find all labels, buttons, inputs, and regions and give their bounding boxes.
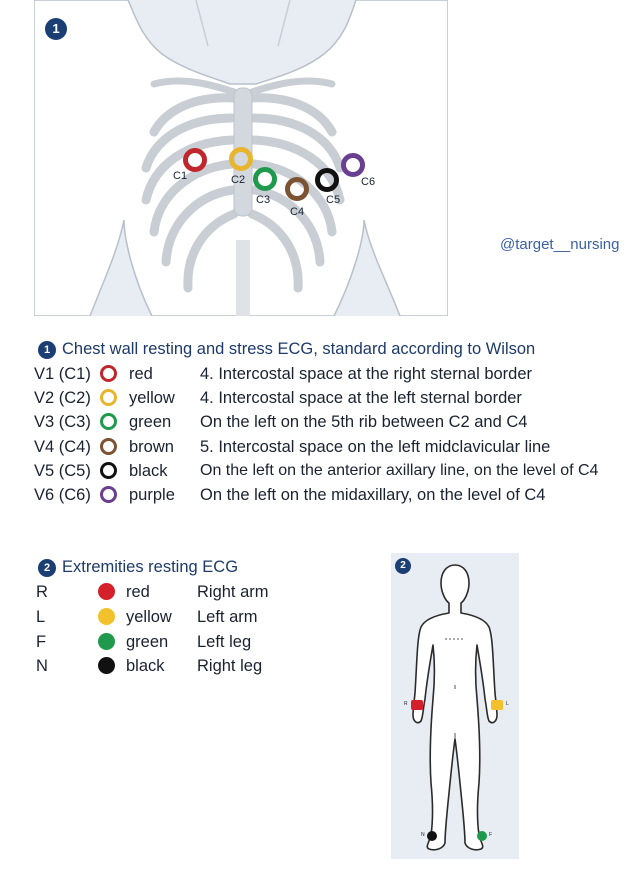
lead-placement: 4. Intercostal space at the left sternal… <box>200 389 522 407</box>
lead-color-name: brown <box>129 438 174 456</box>
lead-placement: On the left on the anterior axillary lin… <box>200 462 599 479</box>
chest-electrode-diagram: 1 C1 C2 C3 C4 C5 C6 <box>34 0 448 316</box>
figure-2-badge: 2 <box>395 558 411 574</box>
limb-placement: Right leg <box>197 657 263 675</box>
marker-right-arm-label: R <box>404 701 408 707</box>
marker-left-arm <box>491 700 503 710</box>
lead-color-ring <box>100 462 117 479</box>
limb-placement: Left leg <box>197 633 252 651</box>
chest-lead-row-v1: V1 (C1) red 4. Intercostal space at the … <box>34 365 634 389</box>
section-1-badge: 1 <box>38 341 56 359</box>
lead-color-ring <box>100 389 117 406</box>
lead-color-ring <box>100 486 117 503</box>
electrode-c3-label: C3 <box>256 194 271 206</box>
lead-color-ring <box>100 413 117 430</box>
marker-right-leg <box>427 831 437 841</box>
limb-color-dot <box>98 633 115 650</box>
chest-lead-row-v2: V2 (C2) yellow 4. Intercostal space at t… <box>34 389 634 413</box>
section-1-title-text: Chest wall resting and stress ECG, stand… <box>62 340 536 358</box>
lead-name: V1 (C1) <box>34 365 91 383</box>
lead-color-name: green <box>129 413 172 431</box>
electrode-c2-label: C2 <box>231 174 246 186</box>
lead-placement: 5. Intercostal space on the left midclav… <box>200 438 551 456</box>
lead-color-name: purple <box>129 486 175 504</box>
limb-lead-name: R <box>36 583 48 601</box>
limb-color-dot <box>98 583 115 600</box>
limb-lead-name: L <box>36 608 46 626</box>
chest-lead-row-v3: V3 (C3) green On the left on the 5th rib… <box>34 413 634 437</box>
limb-lead-row-l: L yellow Left arm <box>34 608 314 632</box>
lead-placement: 4. Intercostal space at the right sterna… <box>200 365 533 383</box>
section-1-title: 1 Chest wall resting and stress ECG, stan… <box>38 340 535 359</box>
limb-lead-name: F <box>36 633 47 651</box>
marker-left-arm-label: L <box>506 701 509 707</box>
limb-color-name: green <box>126 633 169 651</box>
lead-name: V3 (C3) <box>34 413 91 431</box>
limb-color-dot <box>98 608 115 625</box>
chest-lead-row-v6: V6 (C6) purple On the left on the midaxi… <box>34 486 634 510</box>
lead-color-name: black <box>129 462 168 480</box>
limb-color-name: red <box>126 583 150 601</box>
electrode-c4-label: C4 <box>290 206 305 218</box>
limb-placement: Right arm <box>197 583 269 601</box>
lead-name: V6 (C6) <box>34 486 91 504</box>
limb-electrode-diagram: 2 R L N F <box>391 553 519 859</box>
section-2-title: 2 Extremities resting ECG <box>38 558 238 577</box>
limb-color-dot <box>98 657 115 674</box>
chest-lead-row-v5: V5 (C5) black On the left on the anterio… <box>34 462 638 486</box>
electrode-c5-label: C5 <box>326 194 341 206</box>
lead-placement: On the left on the midaxillary, on the l… <box>200 486 546 504</box>
marker-left-leg <box>477 831 487 841</box>
limb-color-name: black <box>126 657 165 675</box>
body-illustration <box>412 564 498 851</box>
marker-right-arm <box>411 700 423 710</box>
electrode-c6-ring <box>341 153 365 177</box>
section-2-badge: 2 <box>38 559 56 577</box>
limb-lead-name: N <box>36 657 48 675</box>
lead-color-ring <box>100 365 117 382</box>
marker-left-leg-label: F <box>489 832 493 838</box>
marker-right-leg-label: N <box>421 832 425 838</box>
lead-color-name: yellow <box>129 389 175 407</box>
lead-name: V2 (C2) <box>34 389 91 407</box>
section-2-title-text: Extremities resting ECG <box>62 558 239 576</box>
limb-lead-row-r: R red Right arm <box>34 583 314 607</box>
electrode-c2-ring <box>229 147 253 171</box>
electrode-c1-ring <box>183 148 207 172</box>
limb-lead-row-n: N black Right leg <box>34 657 314 681</box>
lead-name: V5 (C5) <box>34 462 91 480</box>
limb-placement: Left arm <box>197 608 258 626</box>
electrode-c4-ring <box>285 177 309 201</box>
chest-lead-row-v4: V4 (C4) brown 5. Intercostal space on th… <box>34 438 634 462</box>
limb-color-name: yellow <box>126 608 172 626</box>
lead-placement: On the left on the 5th rib between C2 an… <box>200 413 528 431</box>
limb-lead-row-f: F green Left leg <box>34 633 314 657</box>
lead-name: V4 (C4) <box>34 438 91 456</box>
watermark: @target__nursing <box>500 236 620 253</box>
electrode-c5-ring <box>315 168 339 192</box>
lead-color-ring <box>100 438 117 455</box>
figure-1-badge: 1 <box>45 18 67 40</box>
electrode-c6-label: C6 <box>361 176 376 188</box>
electrode-c3-ring <box>253 167 277 191</box>
electrode-c1-label: C1 <box>173 170 188 182</box>
lead-color-name: red <box>129 365 153 383</box>
